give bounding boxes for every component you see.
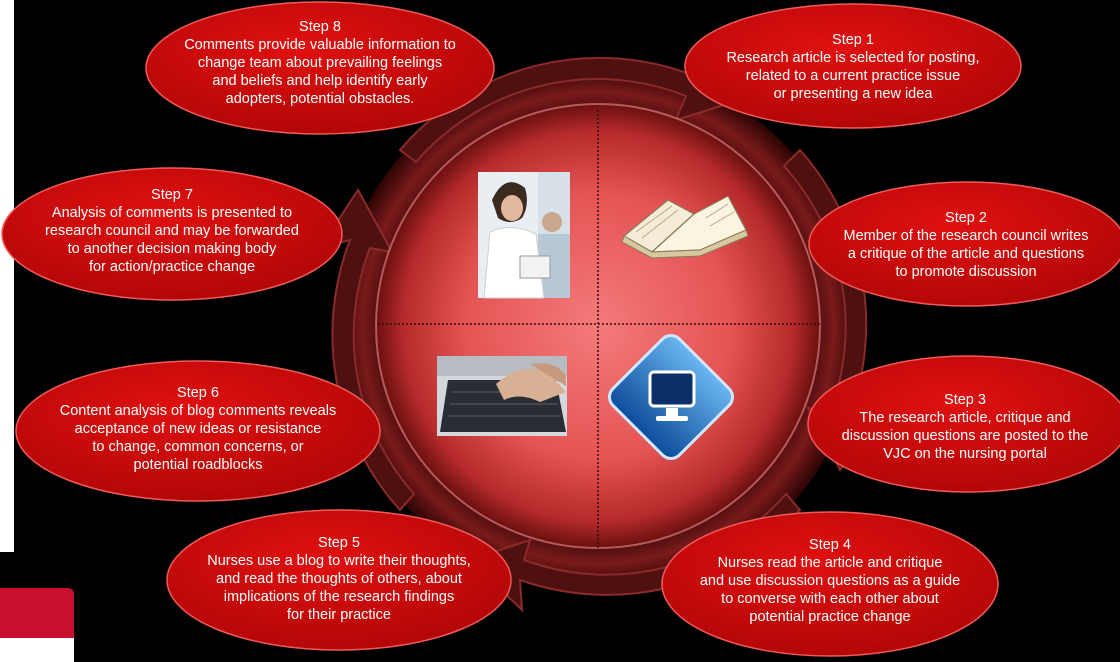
step-6-text: Content analysis of blog comments reveal…: [59, 403, 337, 473]
step-4-text: Nurses read the article and critique and…: [699, 555, 961, 625]
step-7-ellipse: [1, 167, 343, 301]
step-2-ellipse: [808, 181, 1120, 307]
step-5-title: Step 5: [318, 535, 360, 551]
step-4-title: Step 4: [809, 537, 851, 553]
step-6-title: Step 6: [177, 385, 219, 401]
left-edge-panel: [0, 0, 14, 552]
step-7-title: Step 7: [151, 187, 193, 203]
step-7-label: Step 7 Analysis of comments is presented…: [8, 178, 336, 284]
step-3-text: The research article, critique and discu…: [841, 410, 1089, 462]
step-8-label: Step 8 Comments provide valuable informa…: [146, 10, 494, 116]
step-2-label: Step 2 Member of the research council wr…: [808, 200, 1120, 290]
step-3-ellipse: [807, 355, 1120, 493]
step-1-label: Step 1 Research article is selected for …: [685, 22, 1021, 112]
step-6-label: Step 6 Content analysis of blog comments…: [16, 376, 380, 482]
step-5-ellipse: [166, 509, 512, 651]
step-6-ellipse: [15, 360, 381, 502]
red-corner-tab: [0, 588, 74, 638]
step-8-text: Comments provide valuable information to…: [184, 37, 456, 107]
step-1-ellipse: [684, 3, 1022, 129]
step-1-title: Step 1: [832, 32, 874, 48]
step-5-label: Step 5 Nurses use a blog to write their …: [167, 526, 511, 632]
step-3-label: Step 3 The research article, critique an…: [810, 382, 1120, 472]
laptop-typing-icon: [437, 356, 567, 436]
step-4-ellipse: [661, 511, 999, 657]
step-5-text: Nurses use a blog to write their thought…: [207, 553, 471, 623]
step-8-title: Step 8: [299, 19, 341, 35]
computer-monitor-icon: [608, 334, 734, 460]
step-3-title: Step 3: [944, 392, 986, 408]
step-4-label: Step 4 Nurses read the article and criti…: [662, 528, 998, 634]
white-corner-block: [0, 638, 74, 662]
step-2-title: Step 2: [945, 210, 987, 226]
step-1-text: Research article is selected for posting…: [726, 50, 980, 102]
nurse-photo-icon: [478, 172, 570, 299]
open-book-icon: [621, 195, 749, 259]
step-8-ellipse: [145, 1, 495, 135]
step-7-text: Analysis of comments is presented to res…: [45, 205, 299, 275]
step-2-text: Member of the research council writes a …: [843, 228, 1089, 280]
